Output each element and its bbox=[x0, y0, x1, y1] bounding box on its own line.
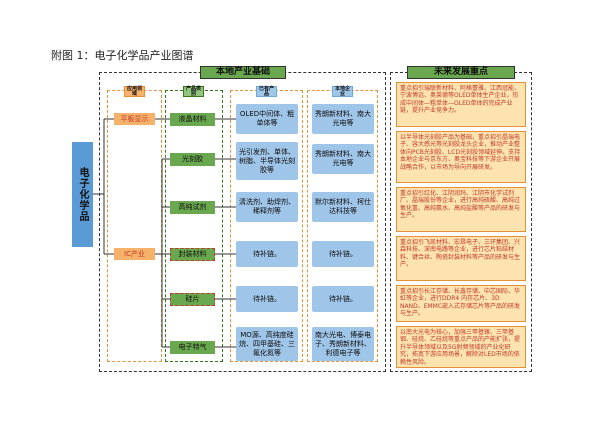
local-column-label: 本地企业 bbox=[332, 86, 353, 97]
product-photoresist: 光刻胶 bbox=[170, 153, 215, 166]
future-item: 重点招引瑞联新材料、阿格蕾雅、江西冠能、宁波博远、奥莱德等OLED单体生产企业，… bbox=[396, 82, 526, 127]
page-title: 附图 1：电子化学品产业图谱 bbox=[51, 49, 194, 62]
existing-column-label: 已有产品 bbox=[256, 86, 277, 97]
product-wafer: 硅片 bbox=[170, 293, 215, 306]
product-column-label: 产品类别 bbox=[183, 86, 204, 97]
industry-box: 电子化学品 bbox=[72, 142, 93, 247]
existing-item: 待补链。 bbox=[236, 241, 298, 267]
industry-label: 电子化学品 bbox=[77, 167, 88, 222]
local-item: 待补链。 bbox=[312, 241, 374, 267]
local-item: 待补链。 bbox=[312, 286, 374, 312]
field-column-label: 应用领域 bbox=[124, 86, 145, 97]
product-packaging: 封装材料 bbox=[170, 248, 215, 261]
field-flat-panel: 平板显示 bbox=[114, 113, 155, 125]
existing-item: 待补链。 bbox=[236, 286, 298, 312]
field-ic: IC产业 bbox=[114, 248, 155, 260]
existing-item: 光引发剂、单体、树脂、半导体光刻胶等 bbox=[236, 142, 298, 180]
future-item: 重点招引飞凯材料、宏昌电子、三环集团、兴森科技、深南电路等企业，进行芯片粘结材料… bbox=[396, 236, 526, 281]
product-lcd: 液晶材料 bbox=[170, 113, 215, 126]
future-item: 以半导体光刻胶产品为基础，重点招引晶瑞电子、容大感光等光刻胶龙头企业，推动产业整… bbox=[396, 131, 526, 183]
future-item: 重点招引红化、江阴润玛、江阴市化学试剂厂、晶瑞股份等企业，进行高纯硫酸、高纯过氧… bbox=[396, 187, 526, 232]
product-reagent: 高纯试剂 bbox=[170, 201, 215, 214]
local-item: 南大光电、博泰电子、秀朗新材料、利德电子等 bbox=[312, 327, 374, 361]
local-base-header: 本地产业基础 bbox=[200, 66, 286, 79]
local-item: 秀朗新材料、南大光电等 bbox=[312, 144, 374, 174]
future-item: 重点招引长江存储、长鑫存储、中芯国际、华虹等企业，进行DDR4 内存芯片、3D … bbox=[396, 285, 526, 322]
existing-item: 清洗剂、助焊剂、稀释剂等 bbox=[236, 192, 298, 222]
local-item: 秀朗新材料、南大光电等 bbox=[312, 104, 374, 134]
existing-item: MO源、高纯度硅烷、四甲基硅、三氟化氮等 bbox=[236, 327, 298, 361]
future-focus-header: 未来发展重点 bbox=[407, 66, 515, 79]
future-item: 以南大光电为核心，加强三甲基镓、三甲基铟、硅烷、乙硅烷等重点产品的产能扩张，提升… bbox=[396, 326, 526, 368]
local-item: 默尔新材料、柯仕达科技等 bbox=[312, 192, 374, 222]
existing-item: OLED中间体、粗单体等 bbox=[236, 104, 298, 134]
product-gas: 电子特气 bbox=[170, 341, 215, 354]
